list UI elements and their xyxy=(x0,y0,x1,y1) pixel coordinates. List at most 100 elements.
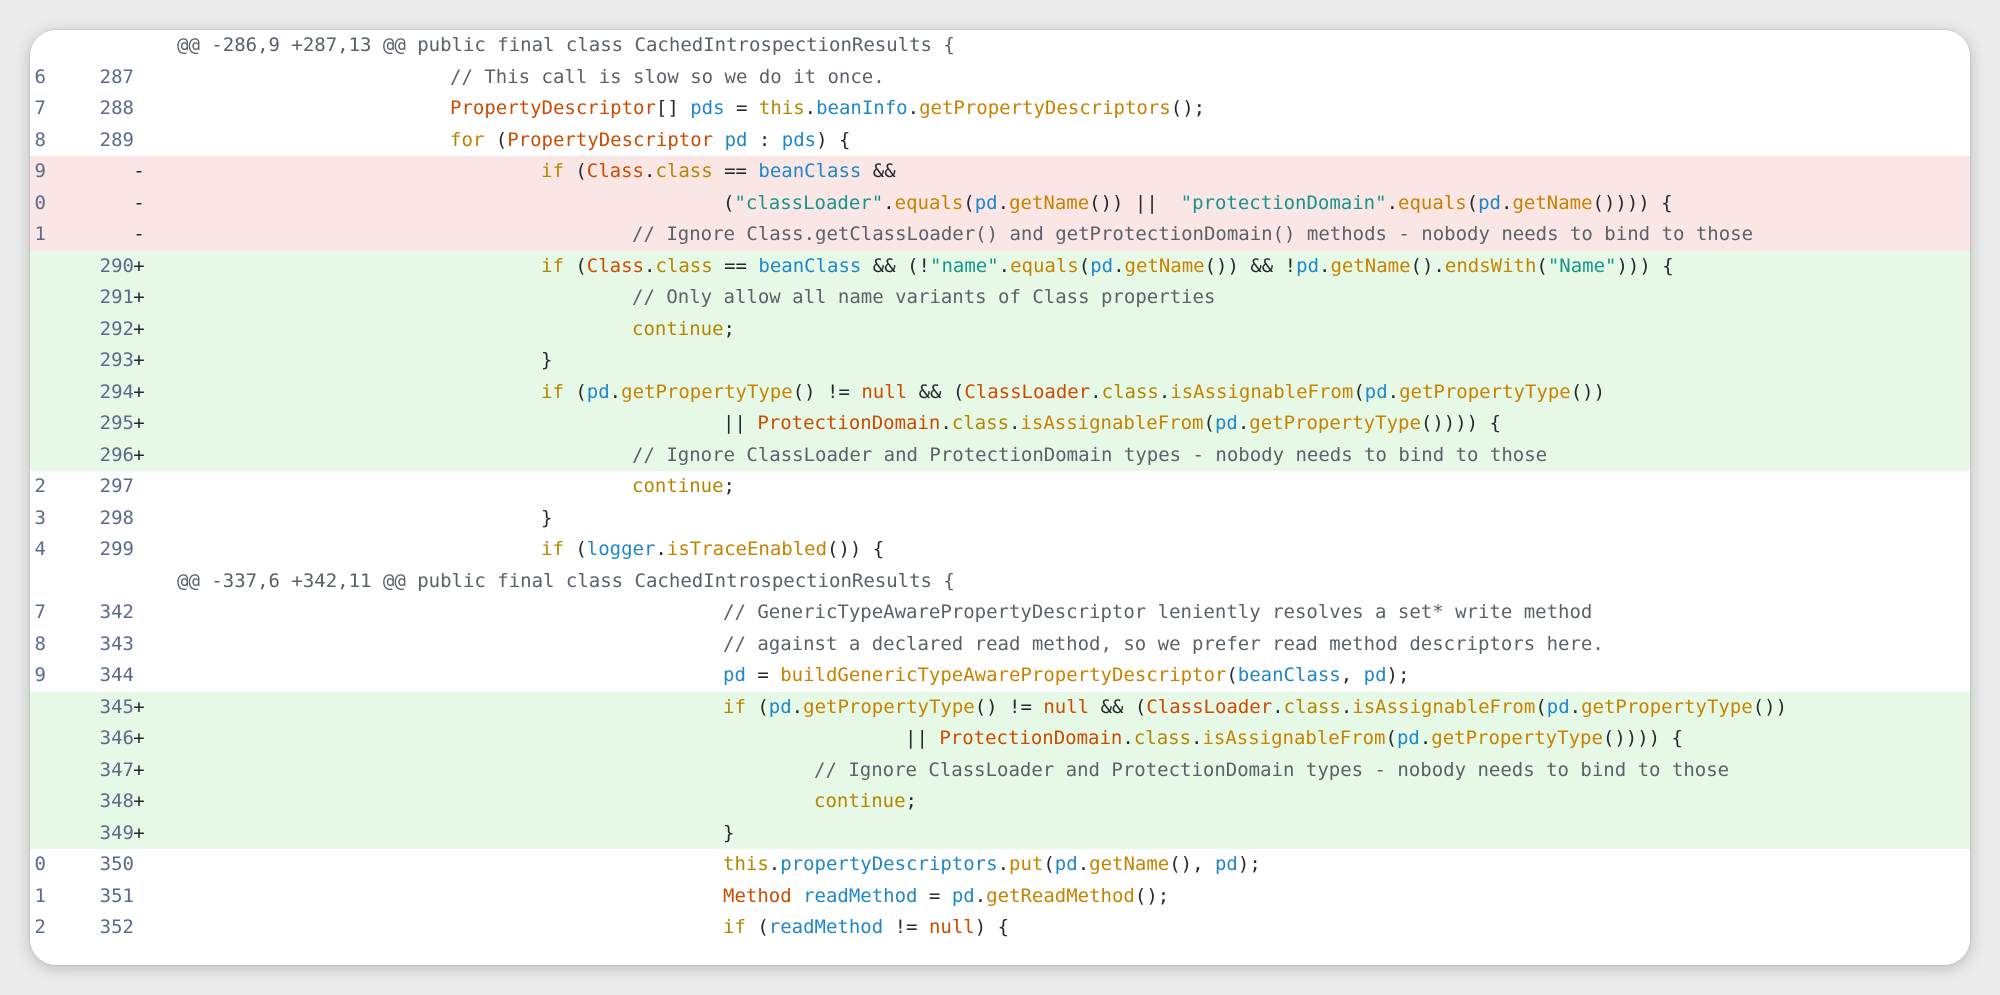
new-line-number: 349 xyxy=(99,821,134,844)
old-line-number: 7 xyxy=(34,97,46,119)
added-line: 295+|| ProtectionDomain.class.isAssignab… xyxy=(30,408,1970,440)
code-token-method: isAssignableFrom xyxy=(1170,380,1354,403)
hunk-header-text: @@ -286,9 +287,13 @@ public final class … xyxy=(177,34,955,56)
new-line-number: 352 xyxy=(99,916,134,938)
code-token-text: ( xyxy=(484,128,508,151)
code-token-text: . xyxy=(1387,380,1400,403)
code-token-text: && (! xyxy=(861,254,930,277)
code-token-text: () != xyxy=(792,380,862,403)
code-token-method: getName xyxy=(1124,254,1205,277)
old-line-number: 8 xyxy=(34,632,46,655)
code-token-text: . xyxy=(1191,727,1203,749)
code-token-keyword: class xyxy=(951,412,1010,434)
code-token-text: ( xyxy=(745,916,769,938)
code-token-text: ( xyxy=(1535,695,1547,718)
code-token-text: } xyxy=(541,506,553,529)
code-text: // This call is slow so we do it once. xyxy=(450,62,885,94)
code-token-text: . xyxy=(1419,727,1432,749)
code-token-comment: // against a declared read method, so we… xyxy=(723,632,1604,655)
code-token-text: ( xyxy=(563,380,587,403)
code-token-keyword: this xyxy=(723,853,769,875)
new-line-number: 344 xyxy=(99,664,134,686)
new-line-number: 351 xyxy=(99,884,134,907)
code-token-identifier: logger xyxy=(586,538,656,560)
code-token-literal: null xyxy=(861,380,908,403)
code-token-identifier: pds xyxy=(690,97,725,119)
code-token-literal: ProtectionDomain xyxy=(939,727,1123,749)
code-token-text: == xyxy=(712,160,759,182)
code-token-text: ; xyxy=(723,475,735,497)
code-token-keyword: if xyxy=(541,380,564,403)
code-token-text: ()))) { xyxy=(1592,191,1673,214)
new-line-number: 295 xyxy=(99,412,134,434)
new-line-number: 343 xyxy=(99,632,134,655)
code-token-method: put xyxy=(1009,853,1044,875)
old-line-number: 3 xyxy=(34,506,46,529)
code-token-text: . xyxy=(883,191,895,214)
code-token-text: ( xyxy=(1203,412,1215,434)
code-token-text: ( xyxy=(1466,191,1479,214)
code-token-text: ( xyxy=(1536,254,1548,277)
code-token-method: endsWith xyxy=(1444,254,1537,277)
code-token-text: . xyxy=(997,191,1010,214)
old-line-number: 1 xyxy=(34,223,46,245)
code-text: Method readMethod = pd.getReadMethod(); xyxy=(723,881,1169,913)
code-token-method: getName xyxy=(1009,191,1090,214)
old-line-number: 4 xyxy=(34,538,46,560)
code-token-comment: // This call is slow so we do it once. xyxy=(450,65,885,88)
code-token-comment: // Ignore Class.getClassLoader() and get… xyxy=(632,223,1754,245)
code-token-text: . xyxy=(1009,412,1021,434)
code-token-identifier: pd xyxy=(1478,191,1501,214)
new-line-number: 292 xyxy=(99,317,134,340)
code-token-text: ( xyxy=(963,191,975,214)
code-token-comment: // Ignore ClassLoader and ProtectionDoma… xyxy=(632,443,1548,466)
deleted-line: 0-("classLoader".equals(pd.getName()) ||… xyxy=(30,187,1970,220)
code-token-text: . xyxy=(1237,412,1250,434)
new-line-number: 294 xyxy=(99,380,134,403)
plus-marker: + xyxy=(133,254,145,277)
code-token-literal: ClassLoader xyxy=(964,380,1091,403)
code-token-identifier: pd xyxy=(1363,664,1387,686)
code-token-identifier: pd xyxy=(586,380,610,403)
diff-view: @@ -286,9 +287,13 @@ public final class … xyxy=(30,30,1970,944)
code-token-text: ))) { xyxy=(1616,254,1674,277)
code-text: ("classLoader".equals(pd.getName()) || "… xyxy=(723,188,1673,220)
context-line: 8 343 // against a declared read method, s… xyxy=(30,629,1970,661)
code-token-method: isAssignableFrom xyxy=(1020,412,1204,434)
code-token-literal: PropertyDescriptor xyxy=(450,97,656,119)
code-text: for (PropertyDescriptor pd : pds) { xyxy=(450,125,850,157)
old-line-number: 2 xyxy=(34,475,46,497)
code-token-method: getPropertyType xyxy=(1249,412,1421,434)
old-line-number: 7 xyxy=(34,601,46,623)
code-text: || ProtectionDomain.class.isAssignableFr… xyxy=(723,408,1501,440)
new-line-number: 345 xyxy=(99,695,134,718)
plus-marker: + xyxy=(133,727,145,749)
new-line-number: 298 xyxy=(99,506,134,529)
code-token-text: . xyxy=(1090,380,1102,403)
code-token-string: "name" xyxy=(930,254,999,277)
code-token-text: . xyxy=(907,97,920,119)
code-token-text: . xyxy=(997,853,1010,875)
code-text: // Ignore Class.getClassLoader() and get… xyxy=(632,219,1753,251)
code-token-text: ()) xyxy=(1570,380,1606,403)
code-token-identifier: pd xyxy=(724,128,748,151)
code-token-keyword: class xyxy=(1101,380,1159,403)
code-token-text: ( xyxy=(563,538,587,560)
new-line-number: 287 xyxy=(99,65,134,88)
added-line: 347+// Ignore ClassLoader and Protection… xyxy=(30,754,1970,786)
code-text: } xyxy=(541,503,552,535)
code-token-identifier: propertyDescriptors xyxy=(780,853,998,875)
code-token-text: . xyxy=(1077,853,1090,875)
code-token-text: . xyxy=(1272,695,1284,718)
code-token-text: (); xyxy=(1170,97,1206,119)
code-token-keyword: class xyxy=(1283,695,1341,718)
code-token-method: getName xyxy=(1089,853,1170,875)
code-token-keyword: class xyxy=(655,254,713,277)
code-token-string: "classLoader" xyxy=(734,191,884,214)
new-line-number: 290 xyxy=(99,254,134,277)
code-token-text: . xyxy=(768,853,781,875)
code-token-method: getPropertyType xyxy=(1581,695,1753,718)
